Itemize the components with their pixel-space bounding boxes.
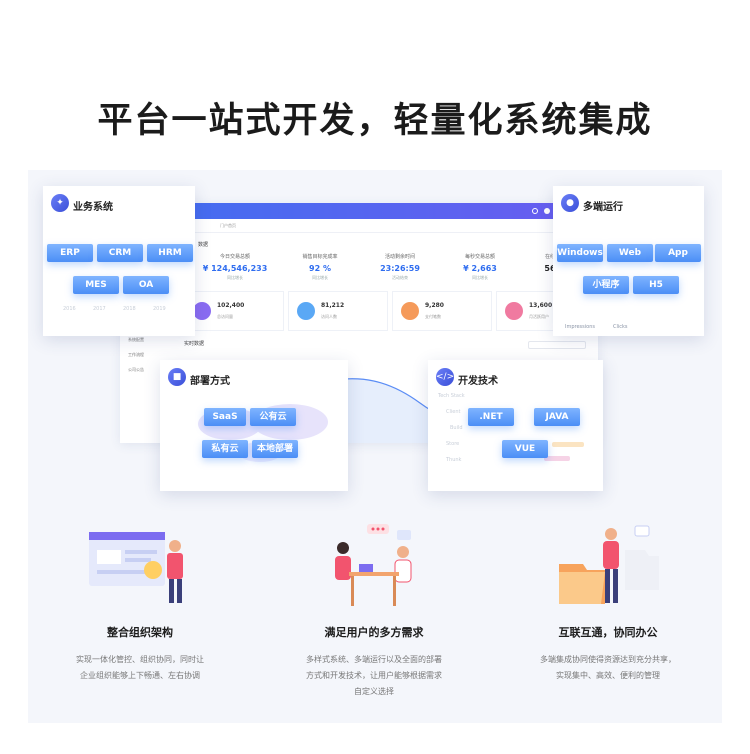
tag-crm[interactable]: CRM xyxy=(97,244,143,262)
server-icon: ■ xyxy=(168,368,186,386)
sidebar-item-settings[interactable]: 系统配置 xyxy=(128,337,144,342)
feature-collaboration: 互联互通，协同办公 多端集成协同使得资源达到充分共享， 实现集中、高效、便利的管… xyxy=(498,520,718,684)
tag-web[interactable]: Web xyxy=(607,244,653,262)
tag-dotnet[interactable]: .NET xyxy=(468,408,514,426)
tag-private-cloud[interactable]: 私有云 xyxy=(202,440,248,458)
tag-app[interactable]: App xyxy=(655,244,701,262)
card-title: 部署方式 xyxy=(190,376,230,387)
sidebar-item-workflow[interactable]: 工作流程 xyxy=(128,352,144,357)
stat-total-sales: 今日交易总额 ¥ 124,546,233 同比增长 xyxy=(202,254,268,280)
gear-icon[interactable] xyxy=(544,208,550,214)
tag-mes[interactable]: MES xyxy=(73,276,119,294)
tag-saas[interactable]: SaaS xyxy=(204,408,246,426)
wallet-icon xyxy=(401,302,419,320)
tag-miniprogram[interactable]: 小程序 xyxy=(583,276,629,294)
legend-clicks: Clicks xyxy=(613,324,628,330)
collaboration-illustration xyxy=(553,520,663,610)
bar-chart-icon xyxy=(297,302,315,320)
feature-org-structure: 整合组织架构 实现一体化管控、组织协同，同时让 企业组织能够上下畅通、左右协调 xyxy=(30,520,250,684)
feature-user-needs: 满足用户的多方需求 多样式系统、多端运行以及全面的部署 方式和开发技术，让用户能… xyxy=(264,520,484,700)
grid-icon: ✦ xyxy=(51,194,69,212)
card-business-systems: ✦ 业务系统 ERP CRM HRM MES OA 2016 2017 2018… xyxy=(43,186,195,336)
refresh-icon xyxy=(505,302,523,320)
tag-on-premise[interactable]: 本地部署 xyxy=(252,440,298,458)
search-icon[interactable] xyxy=(532,208,538,214)
card-dev-tech: </> 开发技术 Tech Stack Client Build Store T… xyxy=(428,360,603,491)
code-icon: </> xyxy=(436,368,454,386)
sidebar-item-notice[interactable]: 公司公告 xyxy=(128,367,144,372)
card-title: 多端运行 xyxy=(583,202,623,213)
feature-title: 满足用户的多方需求 xyxy=(324,626,424,639)
stat-remaining-time: 活动剩余时间 23:26:59 活动结束 xyxy=(380,254,420,280)
meeting-illustration xyxy=(319,520,429,610)
feature-title: 互联互通，协同办公 xyxy=(558,626,658,639)
date-picker[interactable] xyxy=(528,341,586,349)
tag-windows[interactable]: Windows xyxy=(557,244,603,262)
tag-h5[interactable]: H5 xyxy=(633,276,679,294)
bar-decoration xyxy=(552,442,584,447)
tag-java[interactable]: JAVA xyxy=(534,408,580,426)
card-multi-platform: ● 多端运行 Windows Web App 小程序 H5 Impression… xyxy=(553,186,704,336)
stat-online: 在线 56 xyxy=(544,254,556,273)
card-title: 业务系统 xyxy=(73,202,113,213)
stat-per-second: 每秒交易总额 ¥ 2,663 同比增长 xyxy=(463,254,497,280)
users-icon: ● xyxy=(561,194,579,212)
tab-portal[interactable]: 门户首页 xyxy=(120,219,598,233)
feature-title: 整合组织架构 xyxy=(107,626,173,639)
feature-desc: 多端集成协同使得资源达到充分共享， 实现集中、高效、便利的管理 xyxy=(540,655,676,680)
card-title: 开发技术 xyxy=(458,376,498,387)
tag-vue[interactable]: VUE xyxy=(502,440,548,458)
tag-hrm[interactable]: HRM xyxy=(147,244,193,262)
card-deployment: ■ 部署方式 SaaS 公有云 私有云 本地部署 xyxy=(160,360,348,491)
tag-oa[interactable]: OA xyxy=(123,276,169,294)
feature-desc: 实现一体化管控、组织协同，同时让 企业组织能够上下畅通、左右协调 xyxy=(76,655,204,680)
legend-impressions: Impressions xyxy=(565,324,595,330)
tag-public-cloud[interactable]: 公有云 xyxy=(250,408,296,426)
realtime-label: 实时数据 xyxy=(184,341,205,347)
dashboard-subtitle: 数据 xyxy=(198,242,209,248)
feature-desc: 多样式系统、多端运行以及全面的部署 方式和开发技术，让用户能够根据需求 自定义选… xyxy=(306,655,442,696)
hero-title: 平台一站式开发，轻量化系统集成 xyxy=(97,101,653,141)
org-illustration xyxy=(85,520,195,610)
chart-icon xyxy=(193,302,211,320)
stat-target-rate: 销售目标完成率 92 % 同比增长 xyxy=(302,254,338,280)
tag-erp[interactable]: ERP xyxy=(47,244,93,262)
sidebar-menu: 系统配置 工作流程 公司公告 xyxy=(128,337,144,382)
bar-decoration xyxy=(544,456,570,461)
